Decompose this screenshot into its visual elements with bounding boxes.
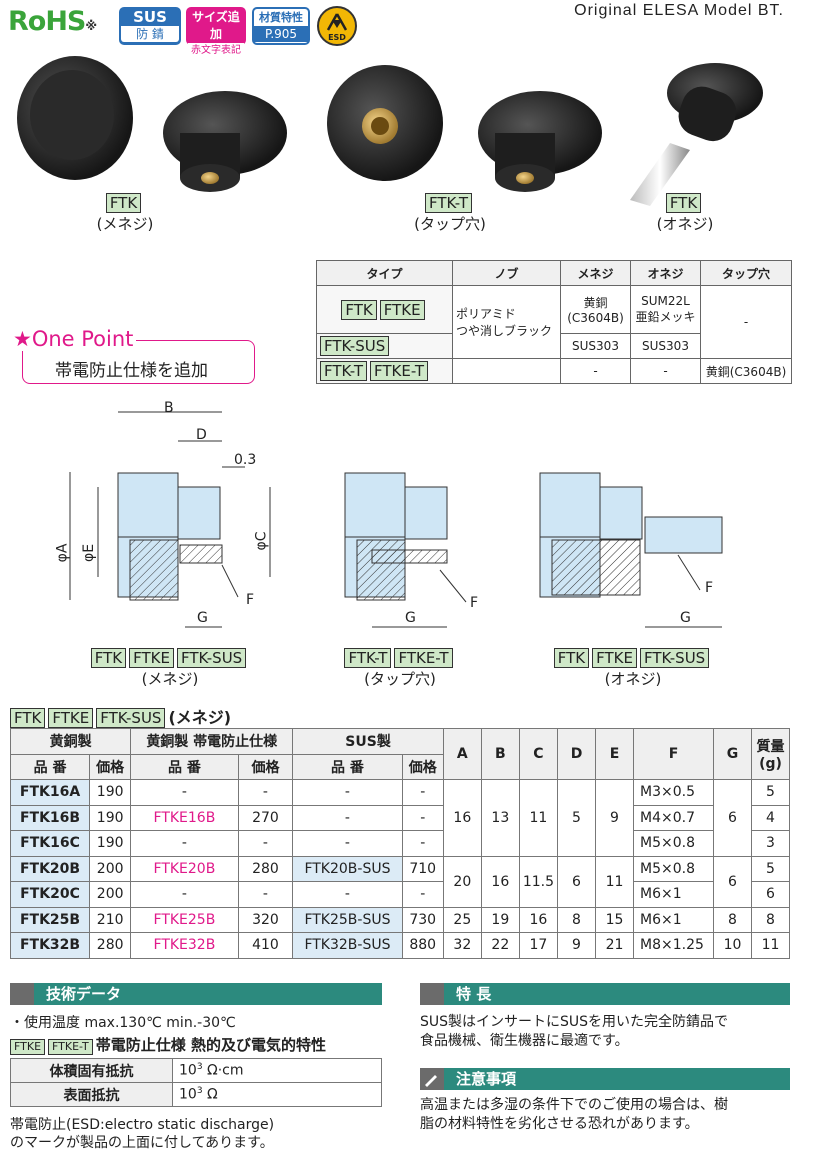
- caution-text-2: 脂の材料特性を劣化させる恐れがあります。: [420, 1116, 699, 1132]
- features-text-2: 食品機械、衛生機器に最適です。: [420, 1033, 629, 1049]
- esd-icon: ESD: [317, 6, 357, 46]
- dim-phi-e: φE: [81, 543, 98, 563]
- tech-temp: ・使用温度 max.130℃ min.-30℃: [10, 1015, 236, 1031]
- dim-f-3: F: [705, 580, 714, 596]
- caution-text-1: 高温または多湿の条件下でのご使用の場合は、樹: [420, 1097, 728, 1113]
- tech-data-heading: 技術データ: [10, 983, 382, 1005]
- page-title: Original ELESA Model BT.: [574, 2, 784, 19]
- dim-gap: 0.3: [234, 452, 257, 468]
- one-point-box: [22, 340, 255, 384]
- material-badge: 材質特性 P.905: [252, 7, 310, 45]
- one-point-text: 帯電防止仕様を追加: [55, 361, 208, 381]
- features-heading: 特 長: [420, 983, 790, 1005]
- dim-g-1: G: [197, 610, 208, 626]
- esd-note-1: 帯電防止(ESD:electro static discharge): [10, 1117, 275, 1133]
- photo-caption-1: FTK(メネジ): [96, 193, 154, 233]
- product-photos: [17, 56, 763, 206]
- dim-g-2: G: [405, 610, 416, 626]
- dim-f-1: F: [246, 592, 255, 608]
- one-point-title: ★One Point: [10, 327, 137, 351]
- dim-phi-c: φC: [253, 531, 270, 551]
- size-added-badge: サイズ追加 赤文字表記: [186, 7, 246, 59]
- photo-caption-3: FTK(オネジ): [656, 193, 714, 233]
- features-text-1: SUS製はインサートにSUSを用いた完全防錆品で: [420, 1014, 729, 1030]
- dim-g-3: G: [680, 610, 691, 626]
- caution-heading: 注意事項: [420, 1068, 790, 1090]
- dim-f-2: F: [470, 595, 479, 611]
- esd-note-2: のマークが製品の上面に付してあります。: [10, 1135, 274, 1151]
- rohs-logo: RoHS※: [8, 6, 97, 37]
- pencil-icon: [425, 1075, 437, 1087]
- dim-b: B: [164, 400, 174, 416]
- dim-phi-a: φA: [54, 543, 71, 563]
- sus-badge: SUS 防 錆: [119, 7, 181, 45]
- dim-d: D: [196, 427, 207, 443]
- photo-caption-2: FTK-T(タップ穴): [414, 193, 486, 233]
- dimension-drawings: [69, 411, 723, 628]
